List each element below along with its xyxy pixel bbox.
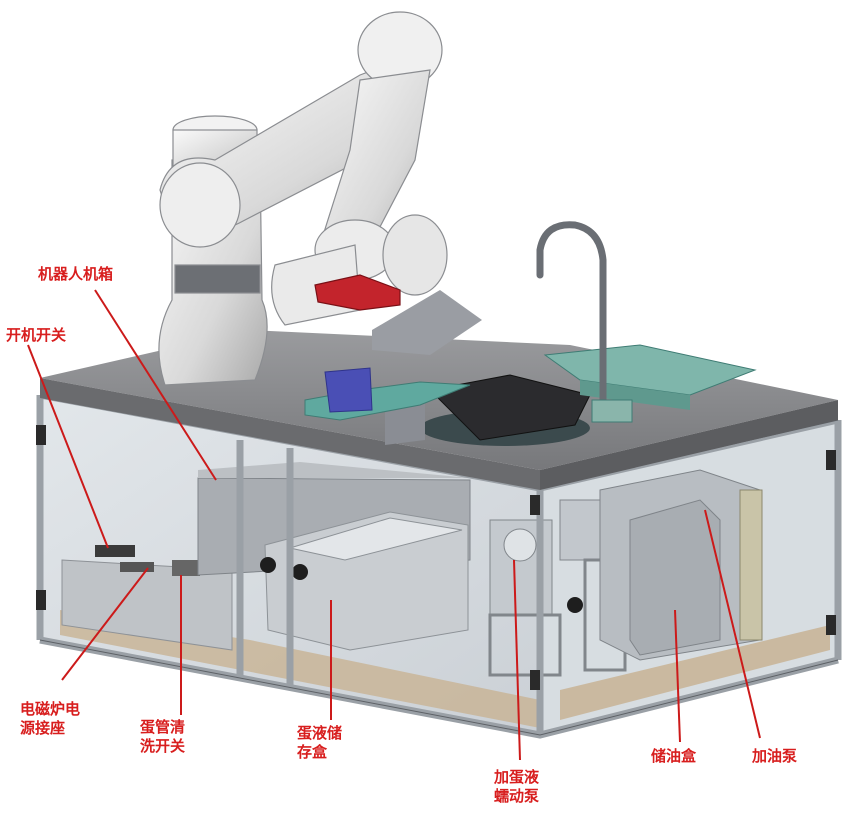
label-induction-socket-line1: 电磁炉电 xyxy=(20,700,81,718)
top-items xyxy=(304,221,757,446)
gripper xyxy=(314,274,401,311)
label-peristaltic-pump-line1: 加蛋液 xyxy=(494,768,540,786)
label-peristaltic-pump: 加蛋液 蠕动泵 xyxy=(494,768,539,806)
door-knob-side xyxy=(567,597,583,613)
blue-holder xyxy=(324,367,373,413)
door-knob-left xyxy=(260,557,276,573)
fry-pan xyxy=(428,374,591,441)
door-knob-right xyxy=(292,564,308,580)
label-egg-liquid-box-line2: 存盒 xyxy=(297,743,328,761)
power-switch-part xyxy=(95,545,135,557)
label-induction-socket-line2: 源接座 xyxy=(20,719,66,737)
label-egg-liquid-box: 蛋液储 存盒 xyxy=(297,724,342,762)
label-oil-box: 储油盒 xyxy=(651,747,697,765)
leader-lines xyxy=(27,289,761,761)
label-egg-liquid-box-line1: 蛋液储 xyxy=(297,724,343,742)
cabinet xyxy=(36,391,842,739)
label-power-switch: 开机开关 xyxy=(6,326,67,344)
label-egg-tube-switch-line1: 蛋管清 xyxy=(140,718,186,736)
green-tray xyxy=(543,344,757,396)
oil-pump-part xyxy=(739,489,763,641)
faucet xyxy=(536,221,607,419)
socket-part xyxy=(120,562,154,572)
tube-switch-part xyxy=(172,560,200,576)
label-induction-socket: 电磁炉电 源接座 xyxy=(20,700,80,738)
robot-arm xyxy=(158,11,448,386)
label-egg-tube-switch: 蛋管清 洗开关 xyxy=(140,718,185,756)
label-robot-box: 机器人机箱 xyxy=(38,265,114,283)
arm-mount xyxy=(372,290,482,355)
wood-floor-right xyxy=(560,625,830,720)
label-oil-pump: 加油泵 xyxy=(752,747,798,765)
label-egg-tube-switch-line2: 洗开关 xyxy=(140,737,186,755)
label-peristaltic-pump-line2: 蠕动泵 xyxy=(494,787,540,805)
